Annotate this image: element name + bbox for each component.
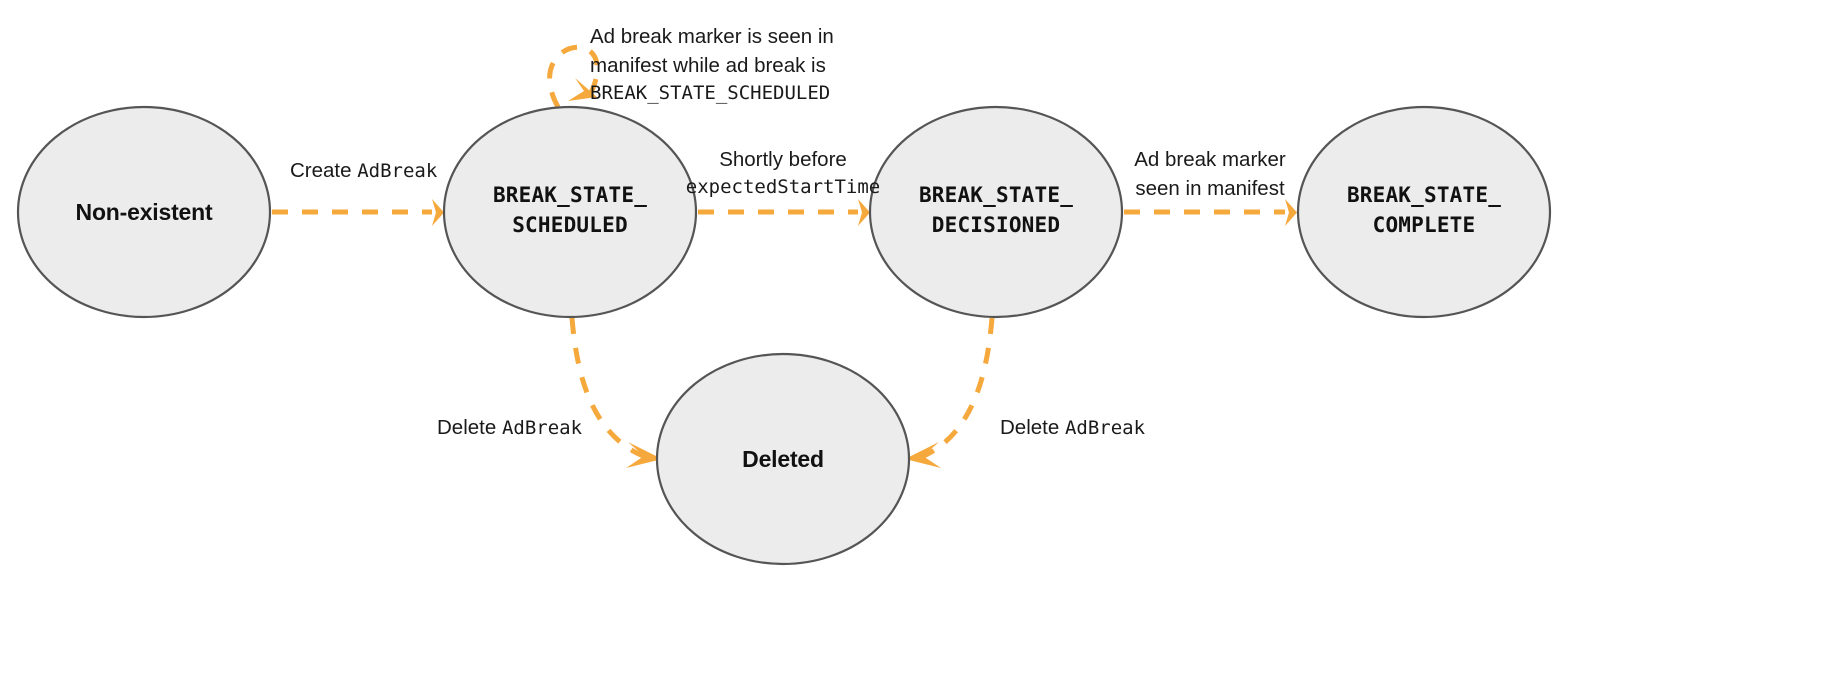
arrow-head-icon bbox=[1285, 199, 1297, 226]
edge-shortly-before bbox=[698, 199, 870, 226]
edges-layer bbox=[272, 44, 1297, 468]
arrow-head-icon bbox=[626, 442, 662, 468]
edge-create-adbreak bbox=[272, 199, 444, 226]
arrow-head-icon bbox=[905, 442, 941, 468]
arrow-head-icon bbox=[432, 199, 444, 226]
node-break-state-complete[interactable] bbox=[1296, 105, 1552, 319]
edge-marker-seen bbox=[1124, 199, 1297, 226]
edge-self-loop-scheduled bbox=[547, 44, 600, 109]
edge-delete-from-decisioned bbox=[905, 317, 995, 468]
node-break-state-scheduled[interactable] bbox=[442, 105, 698, 319]
arrow-head-icon bbox=[858, 199, 870, 226]
edge-delete-from-scheduled bbox=[569, 317, 662, 468]
node-break-state-decisioned[interactable] bbox=[868, 105, 1124, 319]
node-deleted[interactable] bbox=[655, 352, 911, 566]
node-non-existent[interactable] bbox=[16, 105, 272, 319]
nodes-layer bbox=[16, 105, 1552, 566]
arrow-head-icon bbox=[568, 78, 597, 101]
